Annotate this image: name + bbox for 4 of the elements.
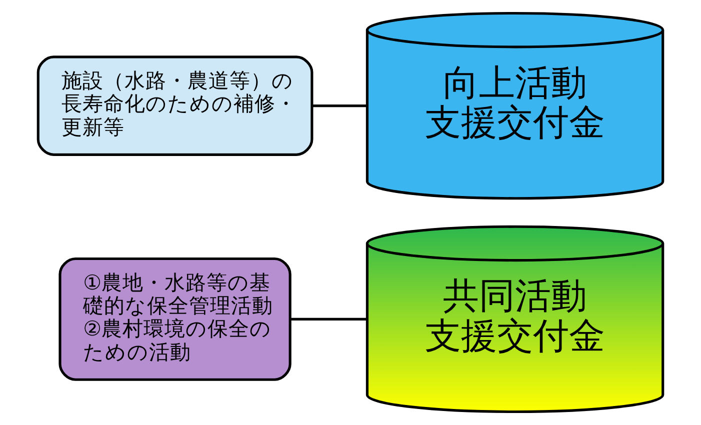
connector [290,318,367,320]
node-box: ①農地・水路等の基礎的な保全管理活動 ②農村環境の保全のための活動 [58,257,292,381]
node-box: 施設（水路・農道等）の長寿命化のための補修・更新等 [36,56,314,156]
connector [312,104,368,108]
